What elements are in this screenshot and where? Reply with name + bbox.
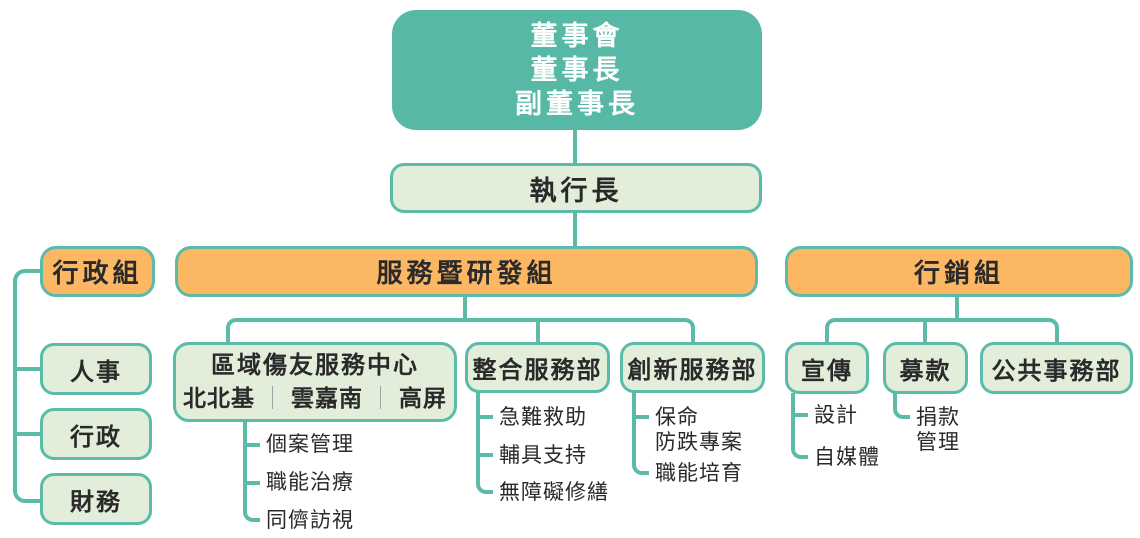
node-public-affairs-dept: 公共事務部 bbox=[980, 342, 1133, 394]
node-regional-service-center: 區域傷友服務中心 北北基｜雲嘉南｜高屏 bbox=[173, 342, 457, 422]
connector-integrated-items bbox=[476, 391, 493, 494]
node-board-of-directors: 董事會 董事長 副董事長 bbox=[392, 10, 762, 130]
connector-service-children-bar bbox=[226, 318, 695, 344]
node-fundraising: 募款 bbox=[883, 342, 968, 394]
board-line-1: 董事會 bbox=[530, 21, 624, 51]
board-line-2: 董事長 bbox=[530, 55, 624, 85]
connector-integrated-drop bbox=[536, 320, 540, 344]
connector-regional-items bbox=[243, 420, 260, 522]
connector-promotion-item1-stub bbox=[791, 413, 808, 417]
connector-ceo-to-service-group bbox=[573, 211, 577, 248]
node-service-rd-group: 服務暨研發組 bbox=[175, 246, 758, 297]
public-affairs-label: 公共事務部 bbox=[991, 357, 1122, 385]
node-innovation-service-dept: 創新服務部 bbox=[620, 342, 765, 393]
connector-innovation-items bbox=[632, 391, 649, 475]
regional-center-label: 區域傷友服務中心 bbox=[211, 352, 419, 379]
item-emergency-relief: 急難救助 bbox=[499, 406, 587, 429]
service-group-label: 服務暨研發組 bbox=[376, 258, 557, 288]
connector-integrated-item1-stub bbox=[476, 415, 493, 419]
connector-admin-bracket bbox=[13, 269, 40, 503]
innovation-service-label: 創新服務部 bbox=[627, 357, 758, 384]
node-promotion: 宣傳 bbox=[785, 342, 869, 394]
connector-marketing-group-drop bbox=[955, 294, 959, 320]
fundraising-label: 募款 bbox=[899, 357, 952, 385]
item-vocational-training: 職能培育 bbox=[655, 462, 743, 485]
administration-label: 行政 bbox=[70, 423, 122, 451]
region-central: 雲嘉南 bbox=[291, 385, 363, 411]
admin-group-label: 行政組 bbox=[52, 258, 143, 288]
item-peer-visits: 同儕訪視 bbox=[266, 509, 354, 532]
node-finance: 財務 bbox=[40, 473, 152, 525]
node-hr: 人事 bbox=[40, 343, 152, 395]
connector-regional-item1-stub bbox=[243, 443, 260, 447]
region-south: 高屏 bbox=[399, 385, 447, 411]
connector-integrated-item2-stub bbox=[476, 453, 493, 457]
node-integrated-service-dept: 整合服務部 bbox=[465, 342, 610, 393]
connector-marketing-children-bar bbox=[825, 318, 1059, 344]
node-admin-group: 行政組 bbox=[40, 246, 155, 297]
regional-center-regions: 北北基｜雲嘉南｜高屏 bbox=[183, 382, 447, 414]
connector-fundraising-items bbox=[893, 393, 910, 419]
connector-innovation-item1-stub bbox=[632, 415, 649, 419]
board-line-3: 副董事長 bbox=[515, 89, 639, 119]
node-ceo: 執行長 bbox=[390, 163, 762, 213]
connector-promotion-items bbox=[791, 393, 808, 459]
connector-board-to-ceo bbox=[573, 128, 577, 164]
item-barrier-free-renovation: 無障礙修繕 bbox=[499, 481, 609, 504]
connector-service-group-drop bbox=[463, 294, 467, 320]
item-case-management: 個案管理 bbox=[266, 433, 354, 456]
connector-admin-stub bbox=[13, 432, 40, 436]
item-design: 設計 bbox=[814, 404, 858, 427]
connector-fundraising-drop bbox=[923, 320, 927, 344]
ceo-label: 執行長 bbox=[529, 175, 623, 206]
region-north: 北北基 bbox=[183, 385, 255, 411]
item-fall-prevention-project: 保命 防跌專案 bbox=[655, 406, 743, 454]
item-donation-management: 捐款 管理 bbox=[916, 406, 960, 454]
region-separator-2: ｜ bbox=[369, 385, 393, 411]
connector-regional-item2-stub bbox=[243, 481, 260, 485]
node-administration: 行政 bbox=[40, 408, 152, 460]
integrated-service-label: 整合服務部 bbox=[472, 357, 603, 384]
promotion-label: 宣傳 bbox=[801, 357, 853, 385]
connector-hr-stub bbox=[13, 367, 40, 371]
item-occupational-therapy: 職能治療 bbox=[266, 471, 354, 494]
item-self-media: 自媒體 bbox=[814, 446, 880, 469]
item-assistive-device-support: 輔具支持 bbox=[499, 444, 587, 467]
region-separator-1: ｜ bbox=[261, 385, 285, 411]
finance-label: 財務 bbox=[70, 488, 122, 516]
hr-label: 人事 bbox=[70, 358, 122, 386]
marketing-group-label: 行銷組 bbox=[913, 258, 1004, 288]
node-marketing-group: 行銷組 bbox=[785, 246, 1133, 297]
